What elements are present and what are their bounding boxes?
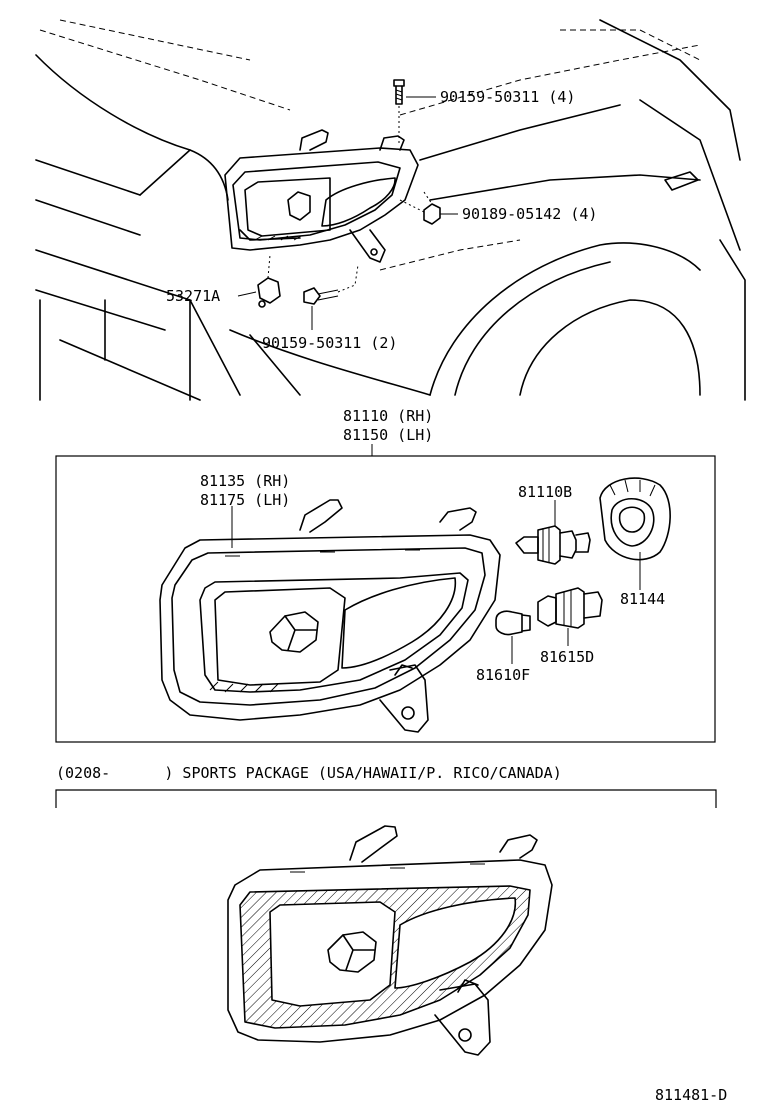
leader-bracket <box>237 291 257 297</box>
label-socket-small: 81615D <box>540 648 594 666</box>
nut-right-icon <box>399 191 441 225</box>
sports-package-frame <box>55 789 717 808</box>
label-bulb-socket: 81110B <box>518 483 572 501</box>
label-assy-rh: 81110 (RH) <box>343 407 433 425</box>
fog-lamp-sports-package <box>227 825 553 1056</box>
label-cover: 81144 <box>620 590 665 608</box>
label-bracket: 53271A <box>166 287 220 305</box>
diagram-code: 811481-D <box>655 1086 727 1104</box>
label-assy-lh: 81150 (LH) <box>343 426 433 444</box>
bulb-socket-icon <box>515 525 591 565</box>
vehicle-body-outline <box>35 19 746 401</box>
label-housing-lh: 81175 (LH) <box>200 491 290 509</box>
bolt-top-icon <box>393 79 405 145</box>
bolt-bottom-icon <box>303 264 359 305</box>
socket-small-icon <box>537 587 603 629</box>
label-bulb-small: 81610F <box>476 666 530 684</box>
label-housing-rh: 81135 (RH) <box>200 472 290 490</box>
cover-icon <box>599 477 671 561</box>
fog-lamp-installed <box>224 129 419 263</box>
label-nut-right: 90189-05142 (4) <box>462 205 597 223</box>
bulb-small-icon <box>495 610 531 636</box>
bracket-53271a-icon <box>257 254 281 308</box>
label-bolt-bottom: 90159-50311 (2) <box>262 334 397 352</box>
label-bolt-top: 90159-50311 (4) <box>440 88 575 106</box>
fog-lamp-housing <box>159 499 501 733</box>
sports-package-note: (0208- ) SPORTS PACKAGE (USA/HAWAII/P. R… <box>56 764 562 782</box>
assembly-box <box>55 455 716 743</box>
